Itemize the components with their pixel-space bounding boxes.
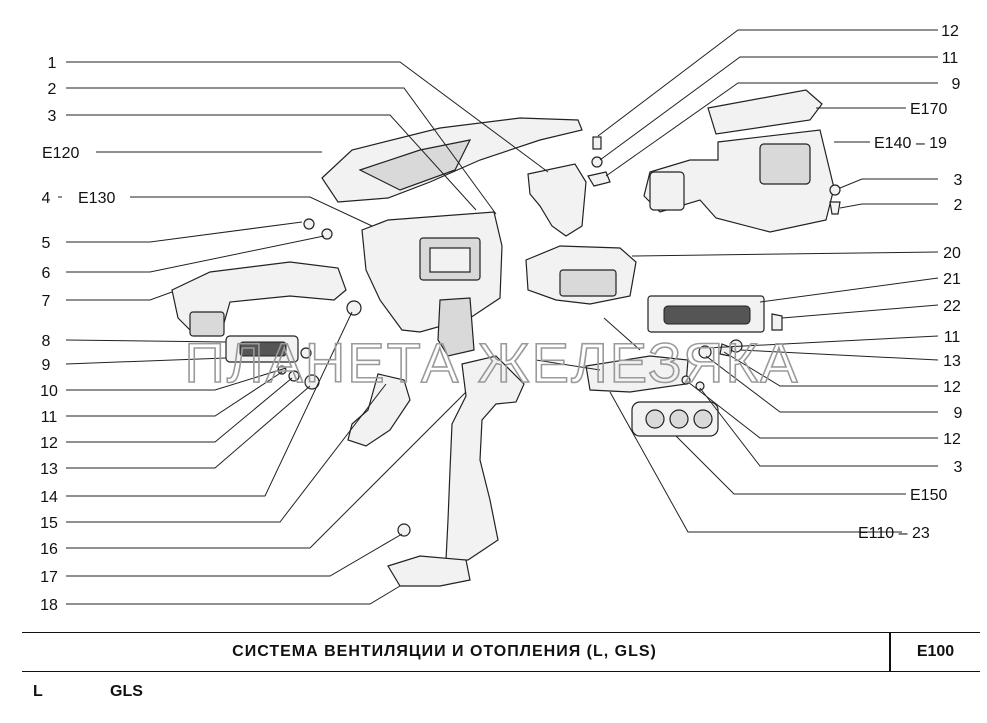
label-9: 9	[42, 357, 51, 374]
label-2: 2	[48, 81, 57, 98]
label-16: 16	[40, 541, 58, 558]
label-e130: E130	[78, 190, 115, 207]
label-r-3b: 3	[954, 459, 963, 476]
label-15: 15	[40, 515, 58, 532]
part-floor-outlet	[387, 555, 471, 587]
label-e120: E120	[42, 145, 79, 162]
title-divider	[889, 633, 891, 671]
label-7: 7	[42, 293, 51, 310]
part-drawings	[171, 89, 841, 587]
part-center-duct	[527, 163, 587, 237]
parts-diagram: ПЛАНЕТА ЖЕЛЕЗЯКА 1 2 3 E120 4 E130 5 6 7…	[40, 23, 963, 614]
part-filter-e170	[707, 89, 823, 135]
label-17: 17	[40, 569, 58, 586]
label-5: 5	[42, 235, 51, 252]
label-12: 12	[40, 435, 58, 452]
label-1: 1	[48, 55, 57, 72]
label-8: 8	[42, 333, 51, 350]
leader-lines	[58, 29, 939, 605]
left-labels: 1 2 3 E120 4 E130 5 6 7 8 9 10 11 12 13 …	[40, 55, 115, 614]
label-14: 14	[40, 489, 58, 506]
label-r-22: 22	[943, 298, 961, 315]
label-18: 18	[40, 597, 58, 614]
variant-l-label: L	[33, 683, 43, 700]
label-e170: E170	[910, 101, 947, 118]
label-11: 11	[41, 409, 58, 426]
label-e150: E150	[910, 487, 947, 504]
label-r-3a: 3	[954, 172, 963, 189]
label-r-11a: 11	[942, 50, 959, 67]
variant-gls-label: GLS	[110, 683, 143, 700]
label-e140-19: E140 – 19	[874, 135, 947, 152]
section-code: E100	[916, 643, 955, 660]
label-r-11b: 11	[944, 329, 961, 346]
label-3: 3	[48, 108, 57, 125]
label-6: 6	[42, 265, 51, 282]
label-r-2: 2	[954, 197, 963, 214]
label-13: 13	[40, 461, 58, 478]
page-title: СИСТЕМА ВЕНТИЛЯЦИИ И ОТОПЛЕНИЯ (L, GLS)	[232, 643, 657, 660]
part-floor-duct	[445, 355, 525, 561]
title-bar: СИСТЕМА ВЕНТИЛЯЦИИ И ОТОПЛЕНИЯ (L, GLS) …	[22, 632, 980, 672]
watermark: ПЛАНЕТА ЖЕЛЕЗЯКА	[185, 331, 800, 394]
label-r-21: 21	[943, 271, 961, 288]
label-r-12a: 12	[941, 23, 959, 40]
label-r-12b: 12	[943, 379, 961, 396]
label-r-12c: 12	[943, 431, 961, 448]
label-r-9b: 9	[954, 405, 963, 422]
label-10: 10	[40, 383, 58, 400]
label-r-13: 13	[943, 353, 961, 370]
label-e110-23: E110 – 23	[858, 525, 930, 542]
label-r-9a: 9	[952, 76, 961, 93]
label-4: 4	[42, 190, 51, 207]
right-labels: 12 11 9 E170 E140 – 19 3 2 20 21 22 11 1…	[858, 23, 963, 542]
label-r-20: 20	[943, 245, 961, 262]
